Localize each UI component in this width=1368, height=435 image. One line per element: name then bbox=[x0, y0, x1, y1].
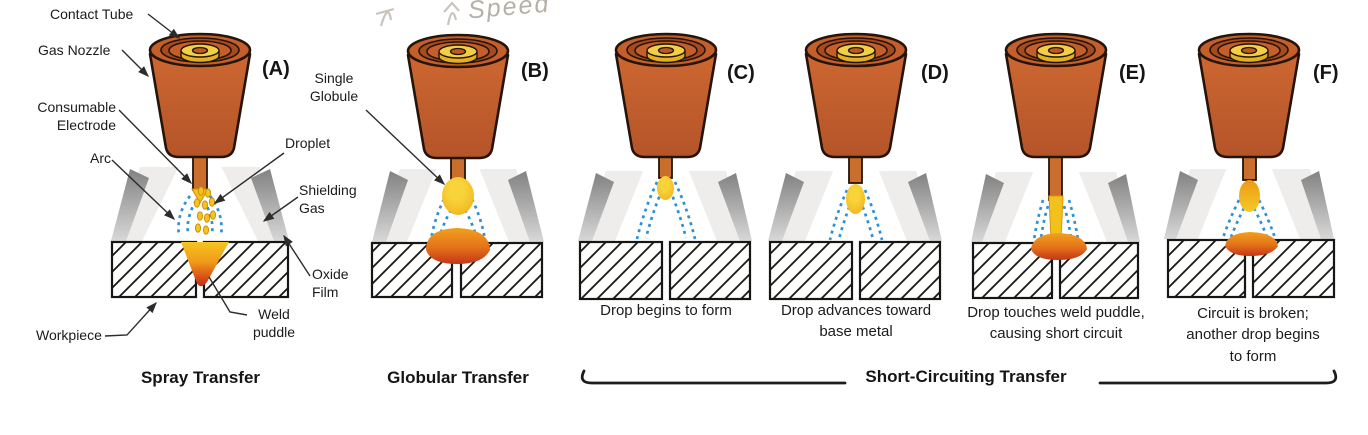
panel-letter-a: (A) bbox=[262, 58, 290, 80]
caption-drop-begins: Drop begins to form bbox=[600, 302, 732, 319]
scene-b-graphic bbox=[370, 33, 544, 299]
panel-letter-d: (D) bbox=[921, 62, 949, 84]
scene-e-graphic bbox=[971, 32, 1140, 300]
short-circuiting-transfer-title: Short-Circuiting Transfer bbox=[865, 367, 1067, 386]
workpiece-blocks bbox=[768, 240, 942, 301]
single-globule-label: Single Globule bbox=[309, 70, 359, 104]
weld-puddle-label: Weld puddle bbox=[252, 306, 296, 340]
workpiece-blocks bbox=[578, 240, 752, 301]
consumable-electrode-label: Consumable Electrode bbox=[37, 99, 116, 133]
shielding-gas-label: Shielding Gas bbox=[299, 182, 357, 216]
group-bracket bbox=[580, 369, 1338, 385]
weld-puddle-graphic bbox=[1225, 232, 1278, 256]
caption-circuit-broken: Circuit is broken; another drop begins t… bbox=[1186, 305, 1320, 365]
droplet-graphic bbox=[657, 176, 674, 200]
panel-letter-b: (B) bbox=[521, 60, 549, 82]
leader-arrows bbox=[104, 13, 446, 337]
shielding-gas-dots bbox=[828, 189, 884, 241]
single-globule-graphic bbox=[442, 177, 474, 215]
scene-d-graphic bbox=[768, 32, 942, 301]
shielding-gas-dots bbox=[177, 195, 223, 237]
oxide-film-wedge bbox=[251, 169, 289, 241]
scene-c-graphic bbox=[578, 32, 752, 301]
spray-droplets-graphic bbox=[193, 186, 217, 235]
droplet-label: Droplet bbox=[285, 135, 331, 151]
scene-f-graphic bbox=[1164, 32, 1336, 299]
caption-drop-advances: Drop advances toward base metal bbox=[780, 302, 932, 341]
globular-transfer-title: Globular Transfer bbox=[387, 368, 529, 387]
caption-drop-touches: Drop touches weld puddle, causing short … bbox=[967, 304, 1145, 343]
droplet-graphic bbox=[846, 184, 865, 214]
droplet-graphic bbox=[1239, 180, 1260, 212]
panel-letter-f: (F) bbox=[1313, 62, 1339, 84]
oxide-film-label: Oxide Film bbox=[312, 266, 349, 300]
gas-nozzle-label: Gas Nozzle bbox=[38, 42, 111, 58]
handwriting-marks bbox=[375, 1, 460, 27]
spray-transfer-title: Spray Transfer bbox=[140, 368, 261, 387]
workpiece-label: Workpiece bbox=[36, 327, 102, 343]
contact-tube-label: Contact Tube bbox=[50, 6, 134, 22]
weld-puddle-graphic bbox=[426, 228, 490, 264]
weld-puddle-graphic bbox=[181, 242, 229, 287]
shielding-gas-dots bbox=[635, 181, 697, 240]
weld-puddle-graphic bbox=[1031, 233, 1087, 260]
panel-letter-e: (E) bbox=[1119, 62, 1146, 84]
arc-label: Arc bbox=[90, 150, 111, 166]
panel-letter-c: (C) bbox=[727, 62, 755, 84]
